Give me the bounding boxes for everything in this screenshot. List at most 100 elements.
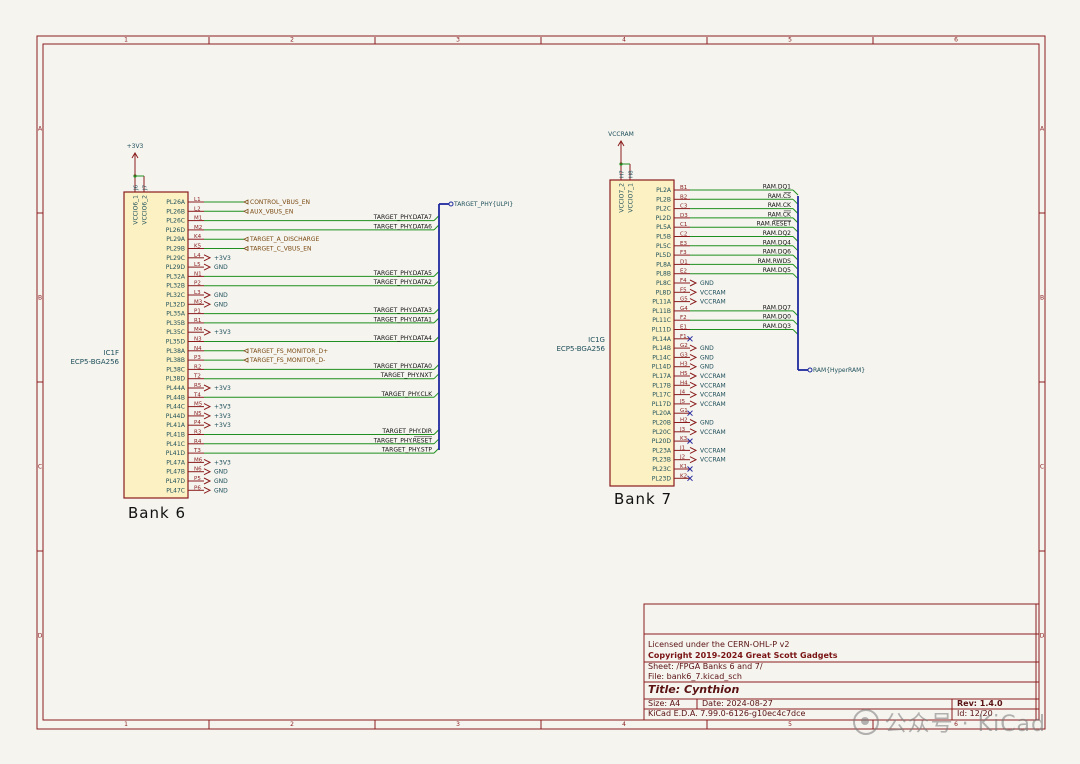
power-net-label: VCCRAM [700, 289, 726, 296]
pin-name: PL41C [166, 441, 185, 448]
pin-name: PL32D [166, 301, 186, 308]
power-arrow-icon [617, 140, 625, 147]
bus-member-label[interactable]: TARGET_PHY.CLK [380, 391, 433, 398]
frame-row-label: B [38, 295, 42, 302]
bus-member-label[interactable]: RAM.DQ2 [763, 230, 791, 237]
global-net-label[interactable]: TARGET_C_VBUS_EN [249, 246, 311, 253]
bus-member-label[interactable]: TARGET_PHY.DATA7 [373, 214, 433, 221]
pin-name: PL41A [166, 422, 186, 429]
bus-member-label[interactable]: TARGET_PHY.DATA2 [373, 279, 433, 286]
ic1f-symbol[interactable]: IC1F ECP5-BGA256 Bank 6 J6VCCIO6_1J7VCCI… [70, 143, 513, 522]
bus-member-label[interactable]: RAM.CS [768, 193, 791, 200]
pin-number: D1 [680, 259, 688, 265]
ground-flag-icon [203, 263, 212, 271]
pin-number: H5 [680, 371, 688, 377]
bus-member-label[interactable]: RAM.DQ3 [763, 323, 791, 330]
bus-member-label[interactable]: TARGET_PHY.DATA4 [373, 335, 433, 342]
ground-flag-icon [689, 279, 698, 287]
pin-number: H3 [680, 362, 688, 368]
bus-label[interactable]: TARGET_PHY{ULPI} [453, 201, 513, 208]
pin-number: R5 [194, 383, 202, 389]
global-net-label[interactable]: CONTROL_VBUS_EN [250, 199, 310, 206]
pin-number: F4 [680, 278, 687, 284]
global-label-flag-icon [243, 236, 249, 242]
frame-column-label: 5 [788, 37, 792, 44]
bus-member-label[interactable]: TARGET_PHY.DATA5 [373, 270, 433, 277]
bus-member-label[interactable]: TARGET_PHY.DATA1 [373, 316, 433, 323]
pin-name: PL38B [166, 357, 185, 364]
power-net-label: GND [214, 301, 228, 308]
bus-member-label[interactable]: TARGET_PHY.DATA3 [373, 307, 433, 314]
pin-name: PL44D [166, 413, 186, 420]
bus-member-label[interactable]: TARGET_PHY.RESET [373, 437, 433, 444]
power-net-label: VCCRAM [700, 392, 726, 399]
ic1g-body[interactable] [609, 179, 675, 487]
bus-member-label[interactable]: TARGET_PHY.STP [381, 447, 433, 454]
bus-member-label[interactable]: RAM.RWDS [758, 258, 792, 265]
bus-member-label[interactable]: RAM.RESET [757, 221, 792, 228]
power-net-label: GND [700, 420, 714, 427]
pin-number: J1 [679, 445, 685, 451]
revision: Rev: 1.4.0 [957, 699, 1003, 708]
target-phy-bus[interactable]: TARGET_PHY{ULPI} [438, 201, 513, 450]
bus-member-label[interactable]: TARGET_PHY.DATA6 [373, 223, 433, 230]
pin-name: PL5B [656, 234, 671, 241]
ground-flag-icon [203, 468, 212, 476]
ram-bus[interactable]: RAM{HyperRAM} [797, 196, 865, 374]
pin-name: PL26C [166, 218, 185, 225]
bus-member-label[interactable]: RAM.DQ7 [763, 304, 791, 311]
bus-member-label[interactable]: TARGET_PHY.NXT [380, 372, 433, 379]
bus-label[interactable]: RAM{HyperRAM} [813, 367, 865, 374]
bus-member-label[interactable]: RAM.DQ5 [763, 267, 791, 274]
bus-member-label[interactable]: RAM.CK [768, 202, 792, 209]
global-net-label[interactable]: TARGET_FS_MONITOR_D+ [249, 348, 328, 355]
power-net-label: +3V3 [214, 255, 231, 262]
frame-column-label: 6 [954, 37, 958, 44]
global-net-label[interactable]: TARGET_FS_MONITOR_D- [249, 357, 325, 364]
bus-member-label[interactable]: RAM.DQ6 [763, 249, 791, 256]
global-net-label[interactable]: TARGET_A_DISCHARGE [249, 236, 320, 243]
pin-name: PL29A [166, 236, 186, 243]
power-net-label: VCCRAM [700, 447, 726, 454]
power-flag-icon [689, 456, 698, 464]
frame-column-label: 2 [290, 37, 294, 44]
power-net-label: +3V3 [214, 385, 231, 392]
power-flag-icon [203, 254, 212, 262]
pin-number: P2 [194, 281, 201, 287]
pin-number: J3 [679, 427, 686, 433]
pin-number: T4 [193, 392, 201, 398]
ic1f-body[interactable] [123, 191, 189, 499]
pin-name: PL8A [656, 261, 672, 268]
power-net-label: +3V3 [214, 413, 231, 420]
power-flag-icon [689, 400, 698, 408]
pin-number: F5 [680, 287, 687, 293]
power-net-label: VCCRAM [700, 373, 726, 380]
ground-flag-icon [203, 477, 212, 485]
pin-number: J5 [679, 399, 686, 405]
global-net-label[interactable]: AUX_VBUS_EN [250, 208, 293, 215]
pin-name: PL14B [652, 345, 671, 352]
ic1g-symbol[interactable]: IC1G ECP5-BGA256 Bank 7 H7VCCIO7_2H8VCCI… [556, 131, 865, 508]
bus-member-label[interactable]: RAM.DQ0 [763, 314, 791, 321]
sheet-title: Title: Cynthion [648, 683, 739, 696]
pin-number: E1 [680, 325, 687, 331]
bus-member-label[interactable]: TARGET_PHY.DATA0 [373, 363, 433, 370]
bus-member-label[interactable]: TARGET_PHY.DIR [381, 428, 432, 435]
pin-number: G4 [680, 306, 688, 312]
bus-member-label[interactable]: RAM.DQ4 [763, 239, 791, 246]
power-net-label: VCCRAM [700, 299, 726, 306]
power-net-label: VCCRAM [700, 401, 726, 408]
bus-member-label[interactable]: RAM.CK [768, 211, 792, 218]
frame-column-label: 6 [954, 721, 958, 728]
sheet-id: Id: 12/20 [957, 709, 993, 718]
pin-number: N1 [194, 271, 202, 277]
pin-name: PL23A [652, 447, 672, 454]
bus-member-label[interactable]: RAM.DQ1 [763, 184, 791, 191]
power-pin-name: VCCIO7_2 [619, 183, 626, 213]
pin-name: PL23D [652, 475, 672, 482]
pin-name: PL14A [652, 336, 672, 343]
frame-column-label: 4 [622, 721, 626, 728]
